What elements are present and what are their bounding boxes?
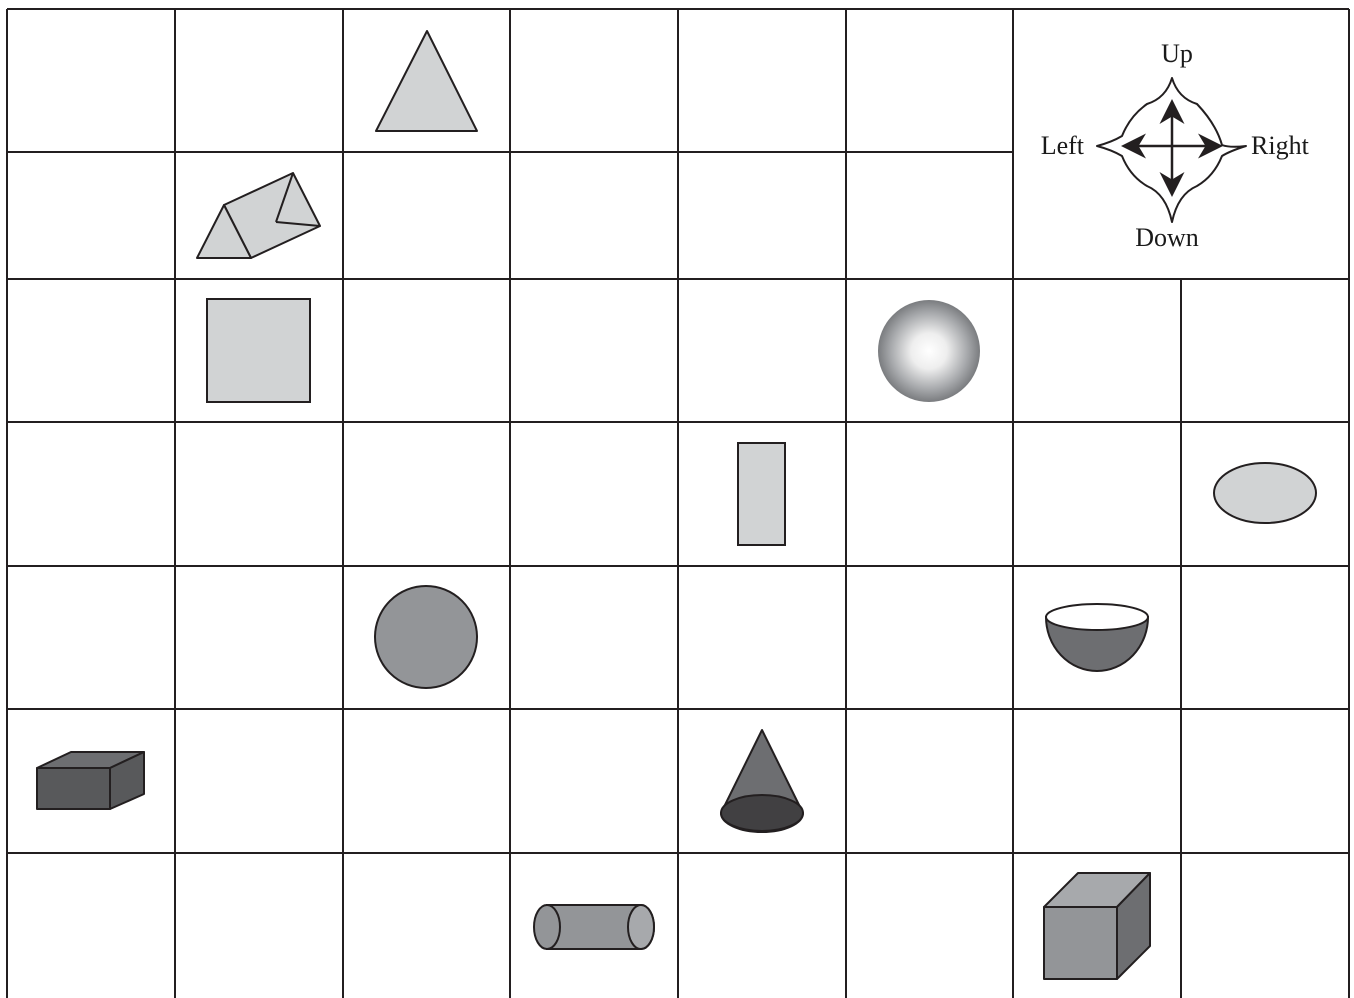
- rectangular-prism-shape: [37, 752, 144, 809]
- circle-shape: [375, 586, 477, 688]
- compass-label-up: Up: [1161, 39, 1193, 68]
- compass-label-right: Right: [1251, 131, 1310, 160]
- compass-label-down: Down: [1135, 223, 1199, 252]
- cylinder-shape: [534, 905, 654, 949]
- sphere-shape: [878, 300, 980, 402]
- rectangle-shape: [738, 443, 785, 545]
- square-shape: [207, 299, 310, 402]
- compass-rose: Up Down Left Right: [1041, 39, 1310, 252]
- compass-label-left: Left: [1041, 131, 1085, 160]
- cone-shape: [721, 730, 803, 832]
- hemisphere-shape: [1046, 604, 1148, 671]
- triangular-prism-shape: [197, 173, 320, 258]
- cube-shape: [1044, 873, 1150, 979]
- triangle-shape: [376, 31, 477, 131]
- ellipse-shape: [1214, 463, 1316, 523]
